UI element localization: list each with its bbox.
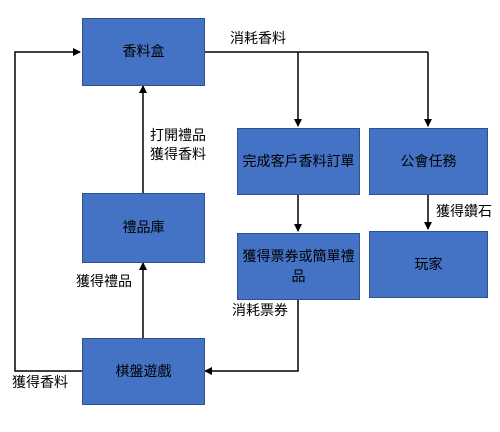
edge-board-game-to-spice-box	[14, 48, 82, 372]
node-gift-storage: 禮品庫	[82, 193, 205, 263]
node-customer-spice-order: 完成客戶香料訂單	[237, 128, 360, 195]
edge-label-open-gift: 打開禮品	[150, 128, 206, 144]
edge-label-consume-spice: 消耗香料	[230, 31, 286, 47]
node-spice-box: 香料盒	[82, 18, 205, 86]
edge-label-get-gift: 獲得禮品	[76, 274, 132, 290]
edge-label-get-diamond: 獲得鑽石	[436, 204, 492, 220]
node-board-game: 棋盤遊戲	[82, 338, 205, 405]
node-ticket-or-simple-gift: 獲得票券或簡單禮品	[237, 233, 360, 300]
edge-label-get-spice-top: 獲得香料	[150, 147, 206, 163]
node-guild-quest: 公會任務	[369, 128, 488, 195]
node-player: 玩家	[369, 231, 488, 298]
edge-ticket-to-board-game	[204, 300, 299, 375]
edge-label-consume-ticket: 消耗票券	[232, 303, 288, 319]
edge-label-get-spice-bottom: 獲得香料	[12, 375, 68, 391]
